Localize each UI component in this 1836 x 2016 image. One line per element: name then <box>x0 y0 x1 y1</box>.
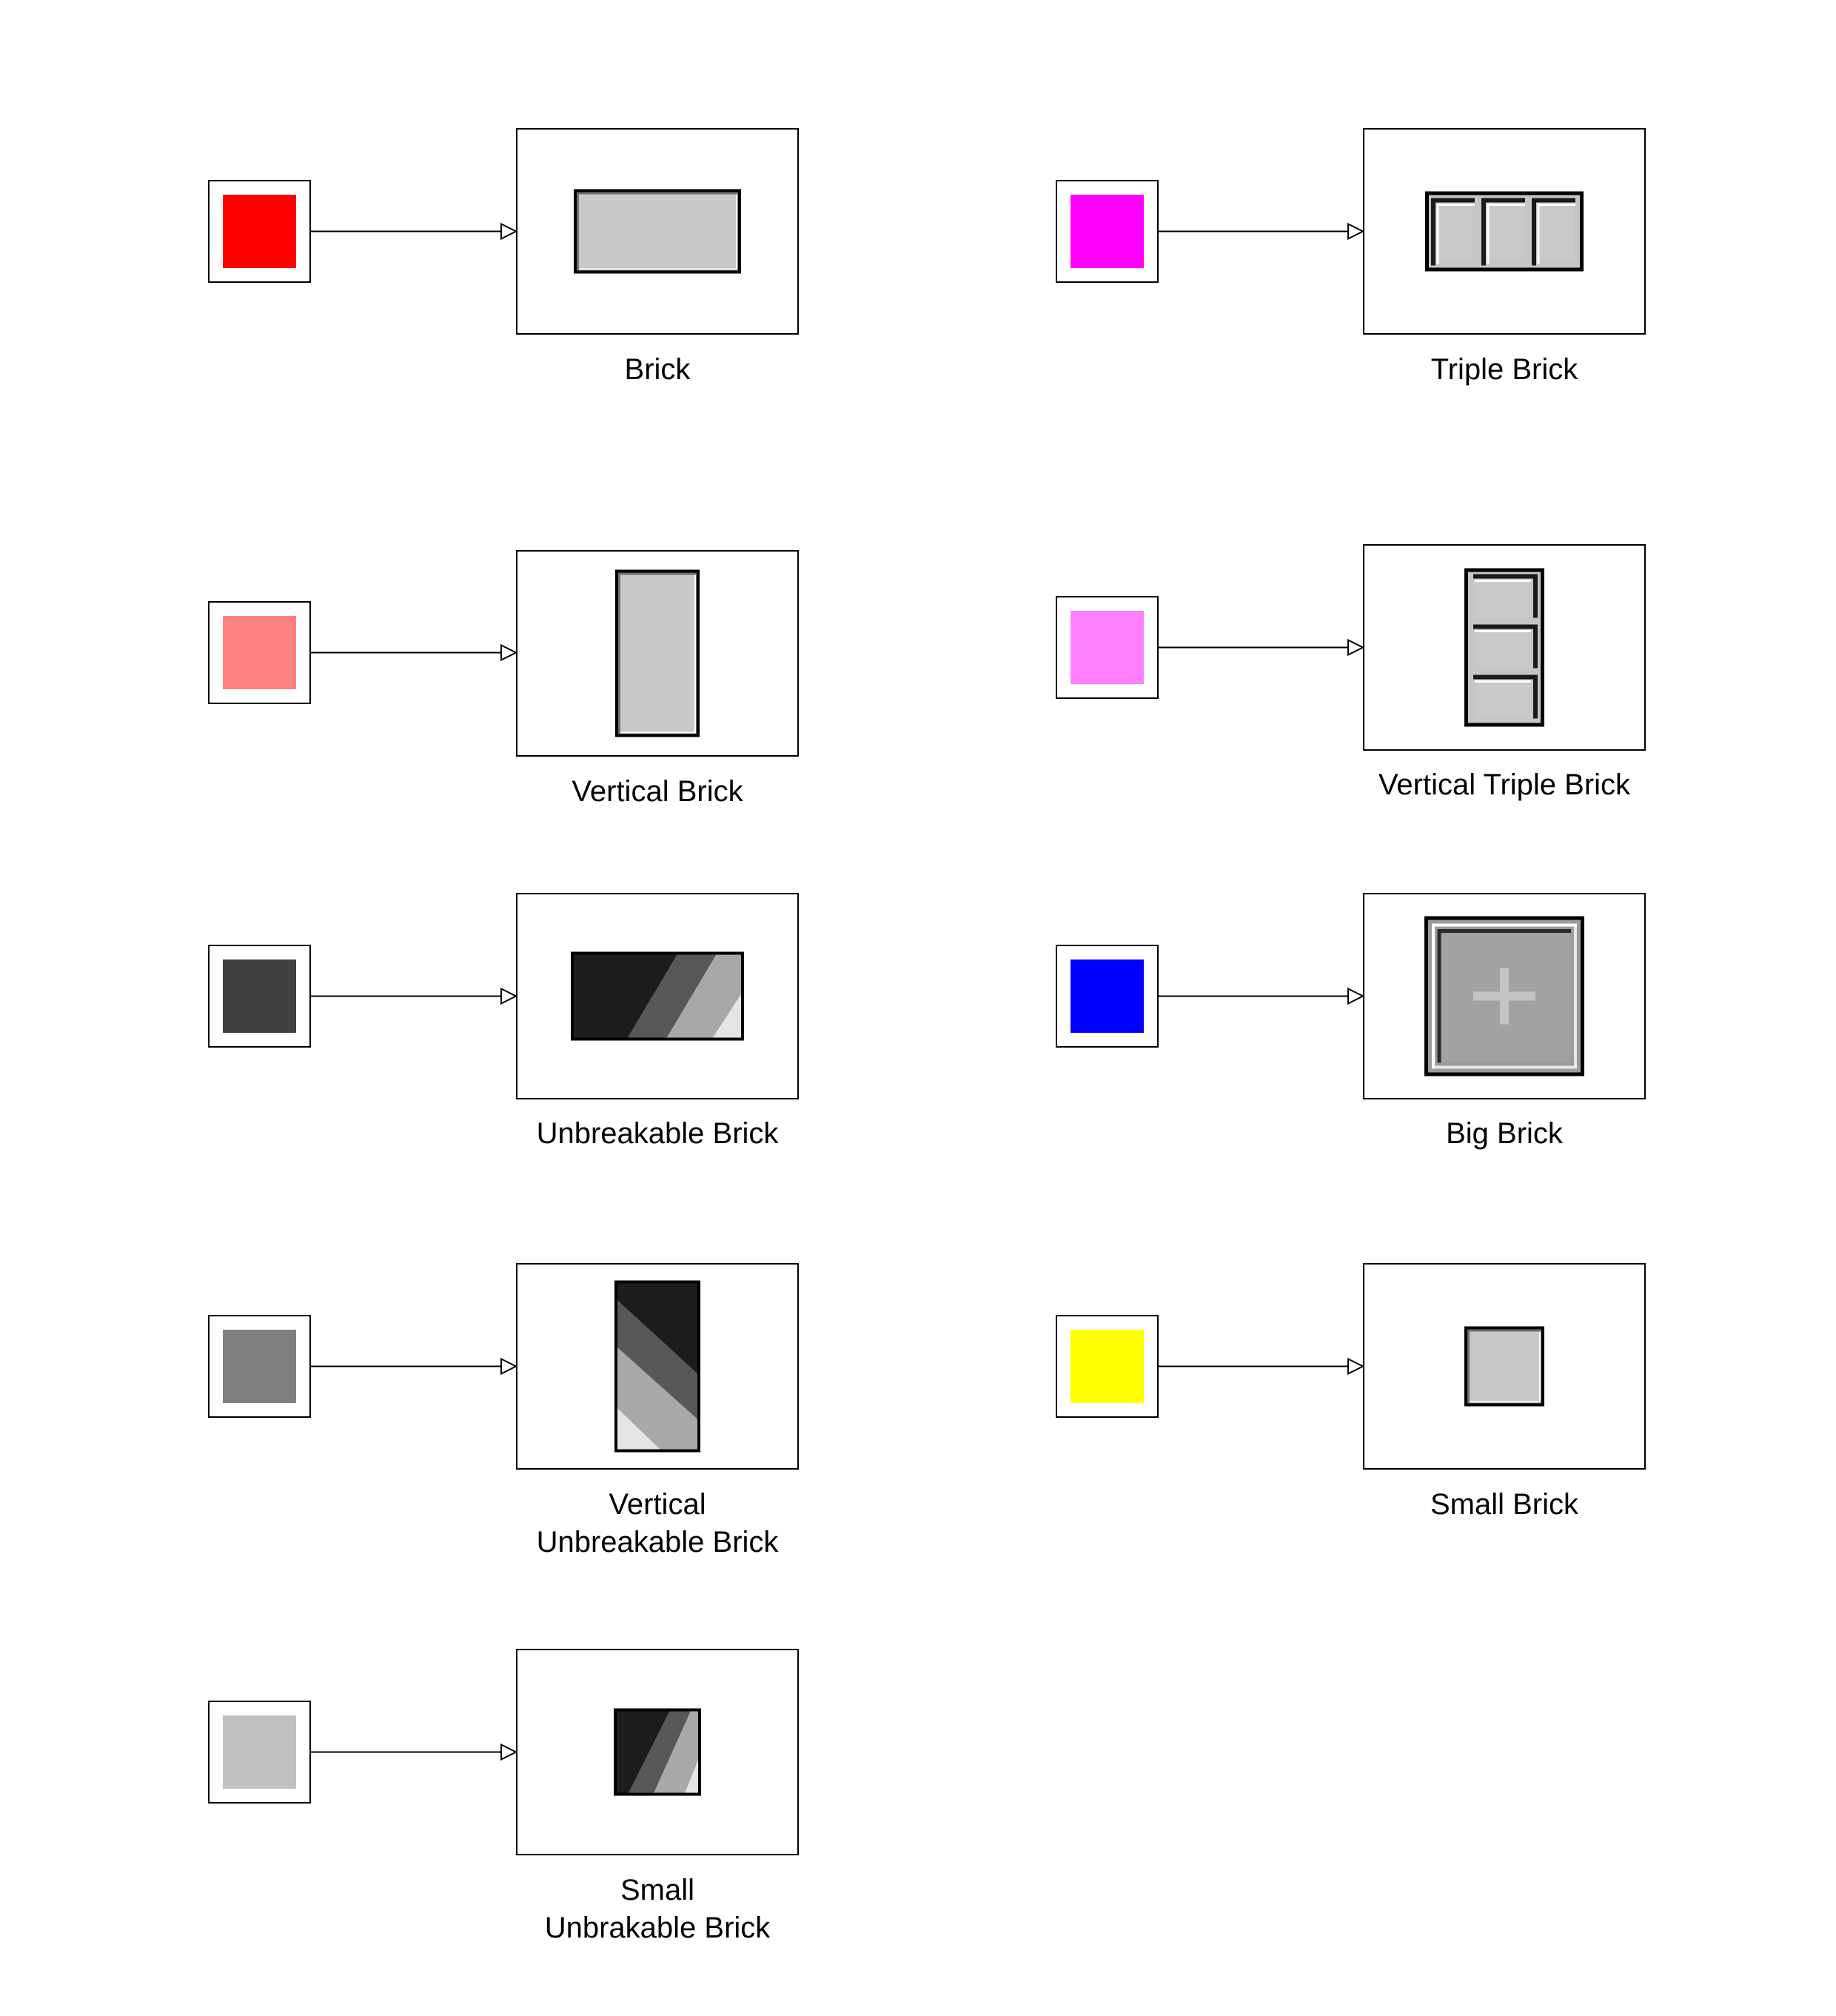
color-swatch <box>223 960 296 1033</box>
arrow-head-icon <box>500 1743 518 1761</box>
color-swatch <box>1071 611 1144 684</box>
color-swatch <box>223 1330 296 1403</box>
mapping-vertical-triple-brick: Vertical Triple Brick <box>1056 544 1646 801</box>
brick-label: Vertical Brick <box>572 775 743 808</box>
mapping-triple-brick: Triple Brick <box>1056 128 1646 386</box>
color-swatch <box>223 616 296 689</box>
arrow-head-icon <box>1347 987 1365 1005</box>
big-brick-icon <box>1424 916 1584 1076</box>
vertical-triple-brick-icon <box>1464 568 1544 727</box>
color-swatch <box>1071 1330 1144 1403</box>
mapping-brick: Brick <box>208 128 799 386</box>
mapping-small-brick: Small Brick <box>1056 1263 1646 1521</box>
arrow-head-icon <box>1347 638 1365 657</box>
arrow-head-icon <box>1347 1357 1365 1376</box>
unbreakable-brick-icon <box>571 951 744 1041</box>
color-swatch <box>223 195 296 268</box>
brick-label: Big Brick <box>1446 1117 1564 1150</box>
mapping-big-brick: Big Brick <box>1056 893 1646 1150</box>
brick-label: Unbreakable Brick <box>537 1117 780 1150</box>
brick-label: Unbreakable Brick <box>537 1526 780 1558</box>
brick-label: Triple Brick <box>1431 353 1579 386</box>
arrow-head-icon <box>500 1357 518 1376</box>
arrow-head-icon <box>500 222 518 241</box>
brick-label: Small <box>620 1874 694 1906</box>
color-swatch <box>223 1715 296 1789</box>
color-swatch <box>1071 195 1144 268</box>
small-brick-icon <box>1464 1326 1544 1407</box>
arrow-head-icon <box>500 643 518 662</box>
vertical-unbreakable-brick-icon <box>614 1280 700 1453</box>
small-unbreakable-brick-icon <box>614 1708 701 1796</box>
color-swatch <box>1071 960 1144 1033</box>
brick-label: Unbrakable Brick <box>545 1912 771 1944</box>
arrow-head-icon <box>1347 222 1365 241</box>
mapping-vertical-brick: Vertical Brick <box>208 550 799 808</box>
brick-label: Vertical <box>609 1488 706 1521</box>
mapping-unbreakable-brick: Unbreakable Brick <box>208 893 799 1150</box>
vertical-brick-icon <box>615 569 700 737</box>
triple-brick-icon <box>1425 191 1584 272</box>
brick-label: Brick <box>625 353 691 386</box>
brick-icon <box>574 189 741 274</box>
arrow-head-icon <box>500 987 518 1005</box>
brick-label: Vertical Triple Brick <box>1378 768 1631 801</box>
brick-label: Small Brick <box>1430 1488 1579 1521</box>
